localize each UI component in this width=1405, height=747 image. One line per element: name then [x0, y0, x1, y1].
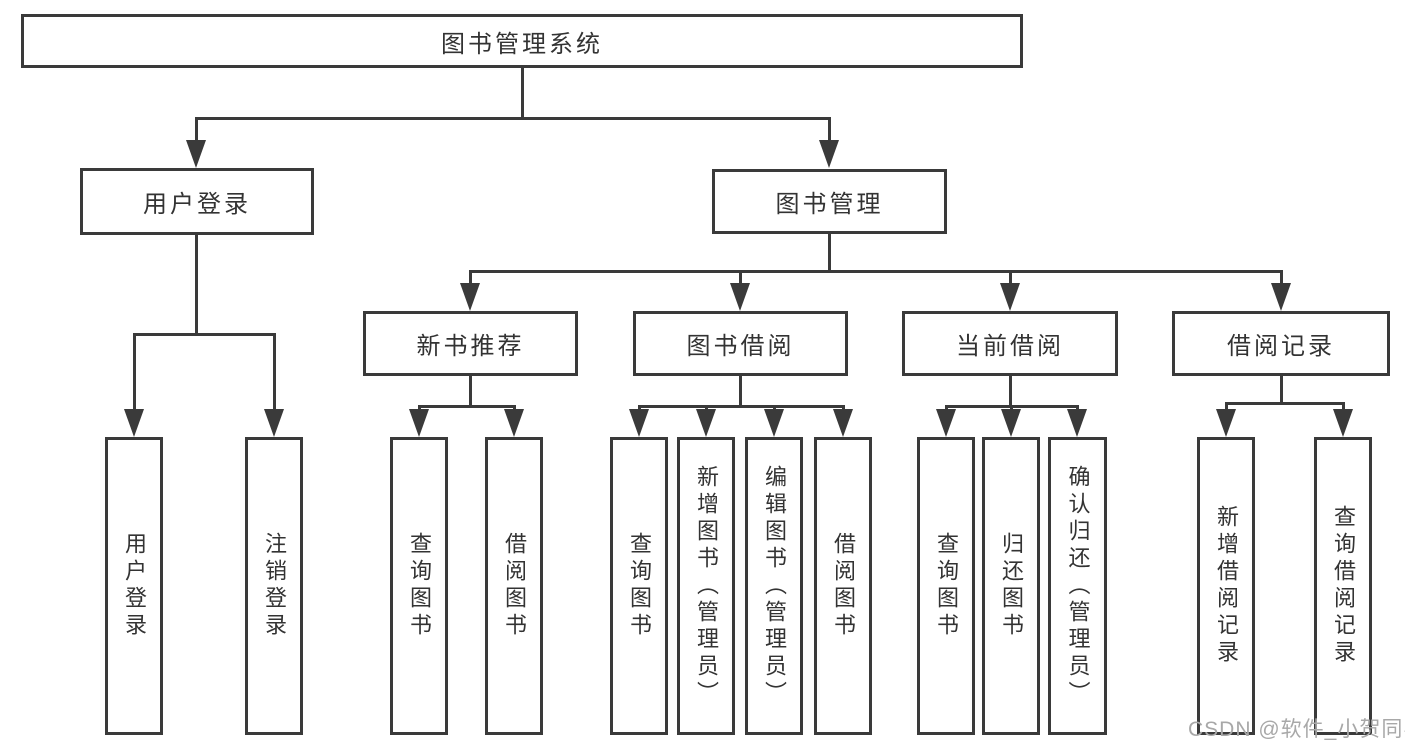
- connector-line: [273, 334, 276, 413]
- arrowhead-down-icon: [264, 409, 284, 437]
- leaf-cb-query-books: 查询图书: [917, 437, 975, 735]
- connector-line: [739, 271, 742, 287]
- leaf-br-add-record: 新增借阅记录: [1197, 437, 1255, 735]
- node-root: 图书管理系统: [21, 14, 1023, 68]
- arrowhead-down-icon: [186, 140, 206, 168]
- connector-line: [828, 118, 831, 144]
- leaf-logout-label: 注销登录: [262, 532, 287, 640]
- leaf-br-add-record-label: 新增借阅记录: [1214, 505, 1239, 667]
- node-user-login-label: 用户登录: [143, 191, 251, 218]
- leaf-nb-query-books-label: 查询图书: [407, 532, 432, 640]
- connector-line: [739, 376, 742, 407]
- arrowhead-down-icon: [1216, 409, 1236, 437]
- node-book-management-label: 图书管理: [775, 191, 884, 218]
- leaf-bb-query-books: 查询图书: [610, 437, 668, 735]
- leaf-bb-add-books-admin-label: 新增图书（管理员）: [694, 464, 719, 708]
- arrowhead-down-icon: [936, 409, 956, 437]
- leaf-nb-borrow-books: 借阅图书: [485, 437, 543, 735]
- arrowhead-down-icon: [730, 283, 750, 311]
- node-new-book-recommend-label: 新书推荐: [416, 333, 525, 360]
- connector-line: [521, 68, 524, 119]
- connector-line: [638, 405, 845, 408]
- arrowhead-down-icon: [1333, 409, 1353, 437]
- leaf-bb-edit-books-admin-label: 编辑图书（管理员）: [762, 464, 787, 708]
- arrowhead-down-icon: [460, 283, 480, 311]
- connector-line: [1280, 376, 1283, 404]
- node-new-book-recommend: 新书推荐: [363, 311, 578, 376]
- node-root-label: 图书管理系统: [441, 30, 603, 58]
- connector-line: [195, 117, 831, 120]
- arrowhead-down-icon: [696, 409, 716, 437]
- connector-line: [828, 234, 831, 272]
- connector-line: [1225, 403, 1228, 413]
- leaf-cb-confirm-return-admin-label: 确认归还（管理员）: [1065, 464, 1091, 708]
- connector-line: [195, 118, 198, 144]
- leaf-br-query-record-label: 查询借阅记录: [1331, 505, 1356, 667]
- leaf-cb-return-books: 归还图书: [982, 437, 1040, 735]
- arrowhead-down-icon: [409, 409, 429, 437]
- arrowhead-down-icon: [1067, 409, 1087, 437]
- node-current-borrow: 当前借阅: [902, 311, 1118, 376]
- arrowhead-down-icon: [819, 140, 839, 168]
- connector-line: [469, 376, 472, 407]
- leaf-nb-query-books: 查询图书: [390, 437, 448, 735]
- node-book-borrow-label: 图书借阅: [686, 333, 795, 360]
- node-borrow-records-label: 借阅记录: [1227, 333, 1335, 360]
- connector-line: [469, 270, 1283, 273]
- leaf-cb-query-books-label: 查询图书: [934, 532, 959, 640]
- node-book-borrow: 图书借阅: [633, 311, 848, 376]
- leaf-bb-borrow-books: 借阅图书: [814, 437, 872, 735]
- connector-line: [1280, 271, 1283, 287]
- node-book-management: 图书管理: [712, 169, 947, 234]
- connector-line: [133, 334, 136, 413]
- arrowhead-down-icon: [1000, 283, 1020, 311]
- arrowhead-down-icon: [1271, 283, 1291, 311]
- connector-line: [133, 333, 276, 336]
- node-borrow-records: 借阅记录: [1172, 311, 1390, 376]
- leaf-bb-query-books-label: 查询图书: [627, 532, 652, 640]
- leaf-user-login: 用户登录: [105, 437, 163, 735]
- leaf-cb-return-books-label: 归还图书: [999, 532, 1024, 640]
- leaf-nb-borrow-books-label: 借阅图书: [502, 532, 527, 640]
- connector-line: [1009, 376, 1012, 407]
- connector-line: [1342, 403, 1345, 413]
- connector-line: [469, 271, 472, 287]
- connector-line: [1225, 402, 1345, 405]
- leaf-bb-borrow-books-label: 借阅图书: [831, 532, 856, 640]
- connector-line: [195, 235, 198, 335]
- node-current-borrow-label: 当前借阅: [956, 333, 1064, 360]
- leaf-user-login-label: 用户登录: [122, 532, 147, 640]
- leaf-bb-edit-books-admin: 编辑图书（管理员）: [745, 437, 803, 735]
- arrowhead-down-icon: [1001, 409, 1021, 437]
- arrowhead-down-icon: [504, 409, 524, 437]
- leaf-logout: 注销登录: [245, 437, 303, 735]
- connector-line: [1009, 271, 1012, 287]
- leaf-cb-confirm-return-admin: 确认归还（管理员）: [1048, 437, 1107, 735]
- leaf-br-query-record: 查询借阅记录: [1314, 437, 1372, 735]
- arrowhead-down-icon: [629, 409, 649, 437]
- connector-line: [418, 405, 516, 408]
- arrowhead-down-icon: [833, 409, 853, 437]
- arrowhead-down-icon: [124, 409, 144, 437]
- node-user-login: 用户登录: [80, 168, 314, 235]
- leaf-bb-add-books-admin: 新增图书（管理员）: [677, 437, 735, 735]
- arrowhead-down-icon: [764, 409, 784, 437]
- watermark-text: CSDN @软件_小贺同学: [1188, 718, 1405, 741]
